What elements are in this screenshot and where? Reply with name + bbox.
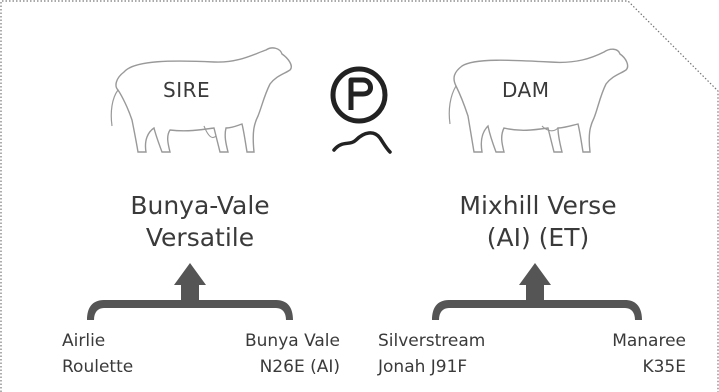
dam-parent-2: Manaree K35E [590,328,686,380]
bull-outline-icon [110,47,292,153]
dam-brace-arrow [432,263,642,320]
dam-parent-1-line1: Silverstream [378,331,486,351]
sire-parent-2-line2: N26E (AI) [259,357,340,377]
sire-name-line2: Versatile [145,223,255,252]
dam-name: Mixhill Verse (AI) (ET) [438,190,638,254]
dam-parent-1: Silverstream Jonah J91F [378,328,485,380]
cow-outline-icon [448,48,629,153]
sire-parent-1-line1: Airlie [62,331,106,351]
dam-name-line2: (AI) (ET) [486,223,590,252]
sire-parent-2-line1: Bunya Vale [244,331,340,351]
sire-brace-arrow [87,263,293,320]
dam-parent-2-line2: K35E [642,357,686,377]
sire-parent-1: Airlie Roulette [62,328,133,380]
p-logo-icon [330,66,392,154]
dam-parent-2-line1: Manaree [612,331,686,351]
sire-parent-1-line2: Roulette [62,357,134,377]
sire-name-line1: Bunya-Vale [130,191,270,220]
dam-parent-1-line2: Jonah J91F [378,357,468,377]
sire-name: Bunya-Vale Versatile [100,190,300,254]
dam-name-line1: Mixhill Verse [459,191,617,220]
sire-parent-2: Bunya Vale N26E (AI) [228,328,340,380]
dam-label: DAM [502,78,550,102]
sire-label: SIRE [163,78,211,102]
